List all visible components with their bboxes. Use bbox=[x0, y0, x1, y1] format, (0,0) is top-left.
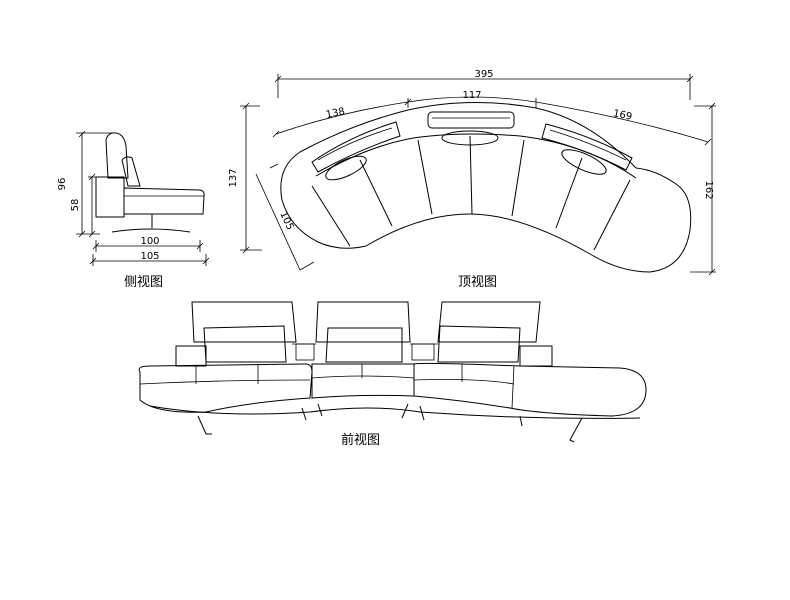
side-view: 96 58 100 105 侧视图 bbox=[57, 130, 210, 290]
side-view-caption: 侧视图 bbox=[124, 275, 163, 290]
top-left-end-label: 105 bbox=[277, 210, 295, 232]
top-left-depth-label: 137 bbox=[228, 168, 239, 187]
side-depth-total-label: 105 bbox=[140, 251, 159, 262]
side-depth-seat-label: 100 bbox=[140, 236, 159, 247]
top-view: 395 138 117 169 137 105 162 顶视图 bbox=[228, 69, 716, 290]
top-right-section-label: 169 bbox=[612, 108, 633, 123]
front-view: 前视图 bbox=[138, 301, 647, 448]
top-right-depth-label: 162 bbox=[703, 180, 714, 199]
top-view-caption: 顶视图 bbox=[458, 275, 497, 290]
top-overall-width-label: 395 bbox=[474, 69, 493, 80]
top-middle-section-label: 117 bbox=[462, 90, 481, 101]
side-seat-height-label: 58 bbox=[70, 199, 81, 212]
top-left-section-label: 138 bbox=[325, 106, 346, 121]
front-view-caption: 前视图 bbox=[341, 432, 380, 448]
side-height-total-label: 96 bbox=[57, 178, 68, 191]
